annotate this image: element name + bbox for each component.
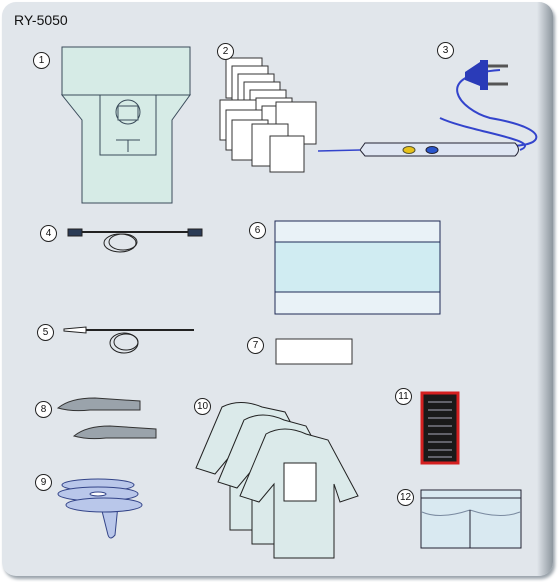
item-10-gowns xyxy=(196,403,358,559)
item-number-6: 6 xyxy=(249,222,266,239)
item-12-pouch xyxy=(421,490,521,548)
item-8-scalpels xyxy=(58,398,156,439)
item-number-11: 11 xyxy=(395,388,412,405)
item-4-tubing xyxy=(68,229,202,252)
item-2-gauze xyxy=(220,58,316,172)
item-11-marker-strip xyxy=(422,393,458,463)
model-label: RY-5050 xyxy=(14,12,68,28)
item-number-12: 12 xyxy=(397,489,414,506)
item-number-8: 8 xyxy=(35,401,52,418)
item-number-7: 7 xyxy=(247,337,264,354)
item-1-drape xyxy=(62,47,190,203)
item-number-10: 10 xyxy=(194,398,211,415)
item-number-1: 1 xyxy=(33,52,50,69)
item-number-5: 5 xyxy=(37,324,54,341)
item-7-towel xyxy=(276,339,352,364)
item-9-bowls xyxy=(58,479,142,538)
item-number-2: 2 xyxy=(217,43,234,60)
item-3-cautery-pencil xyxy=(318,60,536,156)
item-number-3: 3 xyxy=(437,42,454,59)
item-number-4: 4 xyxy=(40,225,57,242)
item-5-suction-tube xyxy=(64,327,194,353)
item-6-table-cover xyxy=(275,221,440,314)
item-number-9: 9 xyxy=(35,474,52,491)
